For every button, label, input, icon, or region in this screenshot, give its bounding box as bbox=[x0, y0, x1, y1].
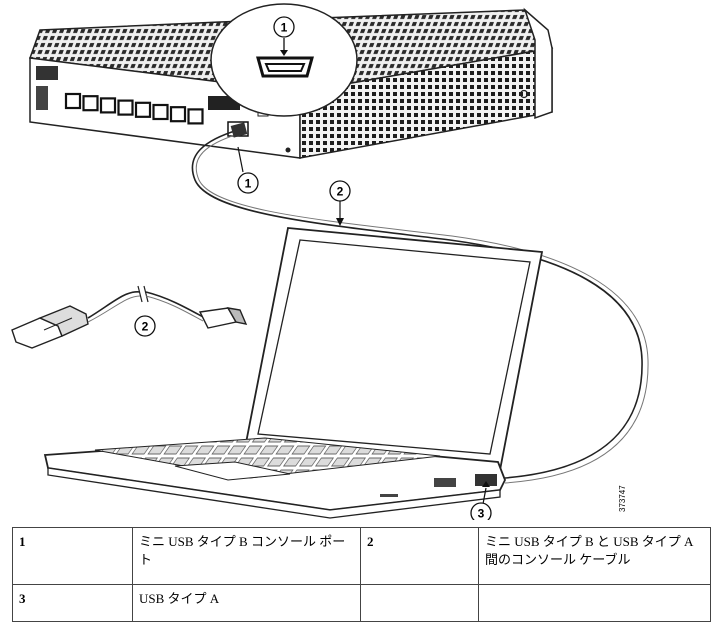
connection-diagram: 1 1 2 3 bbox=[0, 0, 713, 520]
legend-row: 3 USB タイプ A bbox=[13, 585, 711, 622]
laptop bbox=[45, 228, 542, 518]
callout-2-cable: 2 bbox=[337, 185, 344, 199]
legend-row: 1 ミニ USB タイプ B コンソール ポート 2 ミニ USB タイプ B … bbox=[13, 528, 711, 585]
callout-2-separate: 2 bbox=[142, 320, 149, 334]
legend-num: 1 bbox=[13, 528, 133, 585]
figure-id: 373747 bbox=[618, 485, 627, 512]
ethernet-port bbox=[171, 107, 185, 121]
front-port-block bbox=[36, 86, 48, 110]
legend-desc bbox=[479, 585, 711, 622]
legend-desc: ミニ USB タイプ B と USB タイプ A 間のコンソール ケーブル bbox=[479, 528, 711, 585]
ethernet-port bbox=[66, 94, 80, 108]
callout-3-usb-a: 3 bbox=[478, 507, 485, 521]
legend-num: 2 bbox=[361, 528, 479, 585]
led-block bbox=[36, 66, 58, 80]
mini-usb-port-icon bbox=[258, 58, 312, 76]
separate-usb-cable bbox=[12, 286, 246, 348]
legend-num: 3 bbox=[13, 585, 133, 622]
ethernet-port bbox=[154, 105, 168, 119]
ethernet-port bbox=[189, 109, 203, 123]
legend-table: 1 ミニ USB タイプ B コンソール ポート 2 ミニ USB タイプ B … bbox=[12, 527, 711, 622]
legend-num bbox=[361, 585, 479, 622]
legend-desc: ミニ USB タイプ B コンソール ポート bbox=[133, 528, 361, 585]
ethernet-port bbox=[84, 96, 98, 110]
ethernet-port bbox=[136, 103, 150, 117]
ethernet-port bbox=[101, 98, 115, 112]
laptop-side-port bbox=[434, 478, 456, 487]
callout-1-top: 1 bbox=[281, 21, 288, 35]
ethernet-port bbox=[119, 101, 133, 115]
port-zoom-bubble: 1 bbox=[211, 4, 357, 116]
callout-1-port: 1 bbox=[245, 177, 252, 191]
legend-desc: USB タイプ A bbox=[133, 585, 361, 622]
